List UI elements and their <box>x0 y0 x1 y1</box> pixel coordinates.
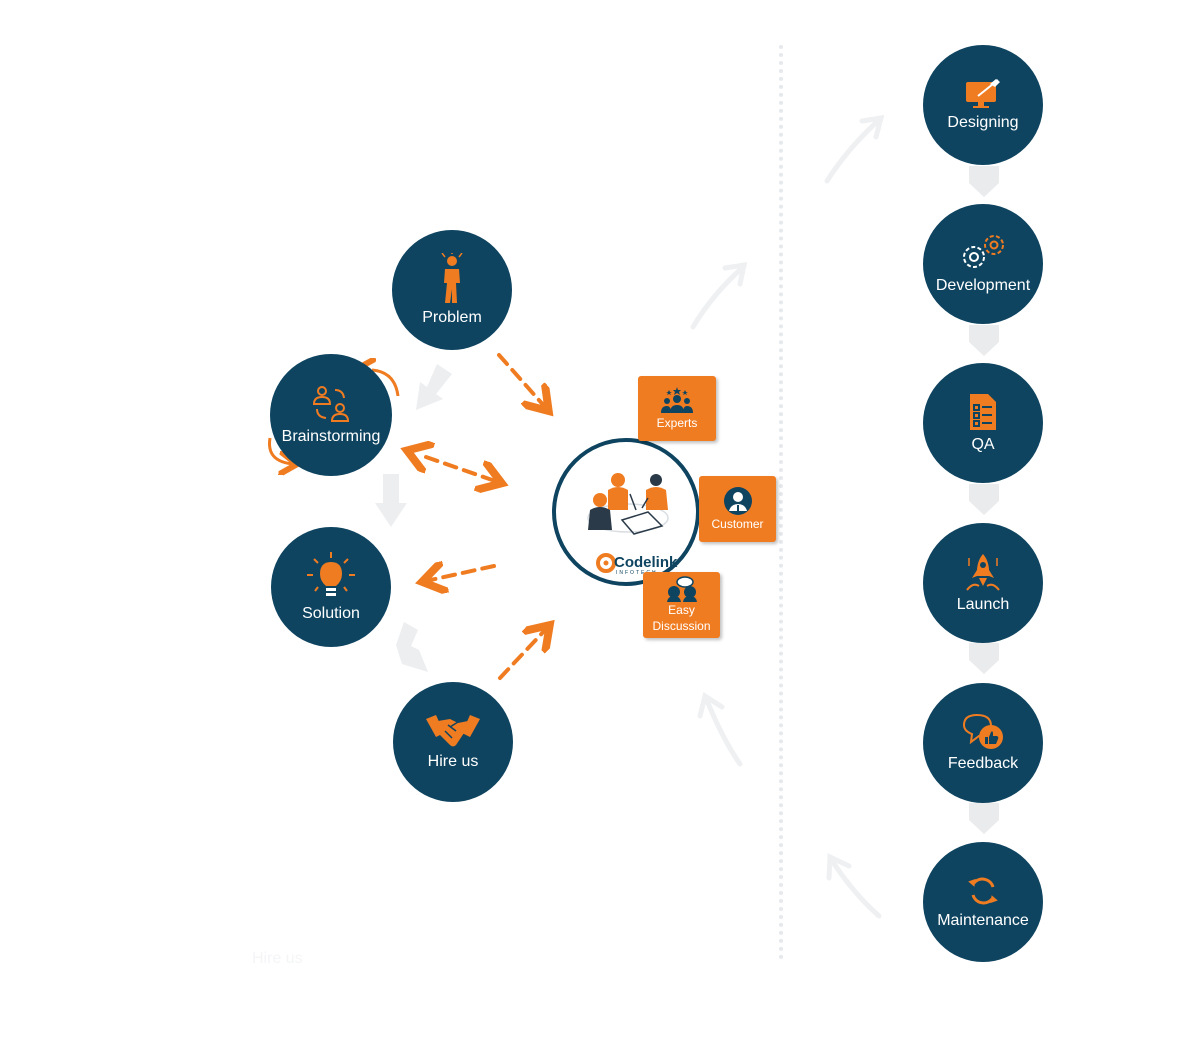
brainstorm-cycle-arrow-top <box>372 370 400 397</box>
hire-us-node[interactable]: Hire us <box>393 682 513 802</box>
customer-card[interactable]: Customer <box>699 476 776 542</box>
handshake-icon <box>426 715 480 747</box>
problem-to-center-arrow <box>497 353 546 408</box>
maintenance-node[interactable]: Maintenance <box>923 842 1043 962</box>
gray-flow-arrow <box>375 364 452 672</box>
designing-node[interactable]: Designing <box>923 45 1043 165</box>
return-arrow-lower <box>703 695 743 767</box>
solution-label: Solution <box>302 605 360 622</box>
ghost-hire-us-text: Hire us <box>252 950 303 967</box>
process-chevrons <box>969 166 999 834</box>
designing-label: Designing <box>947 114 1019 131</box>
stressed-person-icon <box>441 253 463 303</box>
development-label: Development <box>935 277 1031 294</box>
checklist-icon <box>970 394 996 430</box>
brainstorm-cycle-arrow-bottom <box>268 437 295 464</box>
lightbulb-icon <box>307 552 355 596</box>
hire-to-center-arrow <box>498 628 547 680</box>
launch-label: Launch <box>956 596 1010 613</box>
maintenance-label: Maintenance <box>937 912 1029 929</box>
section-divider <box>779 45 783 960</box>
team-stars-icon <box>661 386 693 413</box>
refresh-icon <box>968 877 998 905</box>
maintenance-return-arrow <box>828 856 882 919</box>
center-hub[interactable]: Codelink INFOTECH <box>552 438 700 586</box>
qa-node[interactable]: QA <box>923 363 1043 483</box>
experts-card[interactable]: Experts <box>638 376 716 441</box>
monitor-pen-icon <box>966 79 1000 108</box>
problem-label: Problem <box>422 309 482 326</box>
codelink-logo-icon <box>596 553 616 573</box>
upper-process-arrow <box>824 117 882 184</box>
experts-label: Experts <box>656 415 698 430</box>
chat-heads-icon <box>666 576 697 602</box>
easy-label: Easy <box>668 603 695 617</box>
thumbs-up-chat-icon <box>962 713 1003 749</box>
gears-icon <box>963 235 1004 268</box>
brand-subtitle: INFOTECH <box>616 570 658 576</box>
solution-node[interactable]: Solution <box>271 527 391 647</box>
rocket-icon <box>966 554 1000 591</box>
feedback-label: Feedback <box>947 755 1019 772</box>
brainstorm-center-arrow <box>426 457 498 482</box>
discussion-label: Discussion <box>652 619 711 633</box>
brainstorming-node[interactable]: Brainstorming <box>270 354 392 476</box>
feedback-node[interactable]: Feedback <box>923 683 1043 803</box>
people-exchange-icon <box>312 386 350 422</box>
easy-discussion-card[interactable]: Easy Discussion <box>643 572 720 638</box>
center-to-solution-arrow <box>426 566 496 581</box>
launch-node[interactable]: Launch <box>923 523 1043 643</box>
problem-node[interactable]: Problem <box>392 230 512 350</box>
customer-avatar-icon <box>723 487 752 515</box>
qa-label: QA <box>971 436 995 453</box>
hire-us-label: Hire us <box>427 753 479 770</box>
brainstorming-label: Brainstorming <box>281 428 381 445</box>
customer-label: Customer <box>711 517 764 531</box>
team-meeting-illustration <box>587 473 669 535</box>
center-to-process-arrow <box>690 265 745 330</box>
brand-name: Codelink <box>614 554 678 571</box>
development-node[interactable]: Development <box>923 204 1043 324</box>
